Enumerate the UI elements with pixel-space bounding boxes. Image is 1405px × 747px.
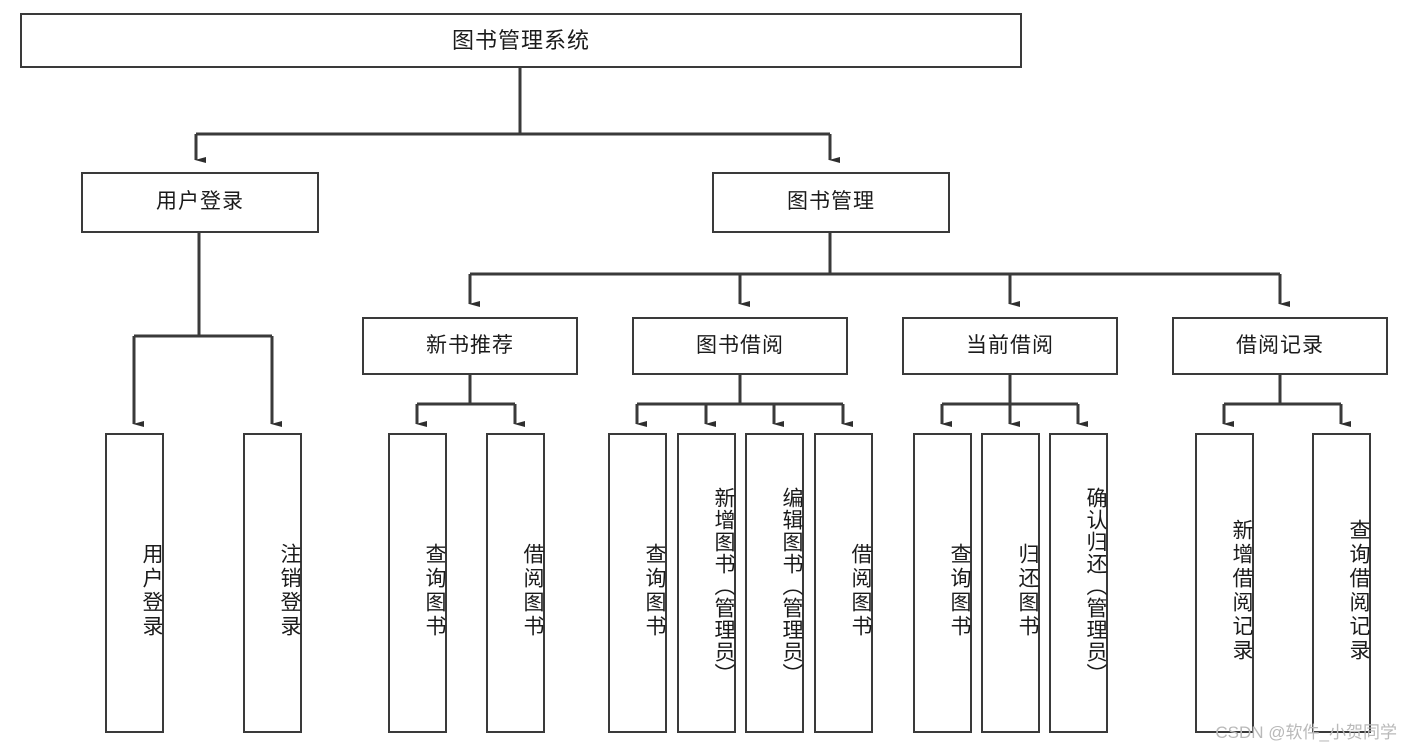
node-label: 查询图书 bbox=[643, 543, 666, 639]
node-label: 注销登录 bbox=[278, 543, 301, 639]
leaf-borrow-books[interactable]: 借阅图书 bbox=[814, 433, 873, 733]
leaf-return-books[interactable]: 归还图书 bbox=[981, 433, 1040, 733]
node-root-book-management-system[interactable]: 图书管理系统 bbox=[20, 13, 1022, 68]
node-label: 归还图书 bbox=[1016, 543, 1039, 639]
node-label: 用户登录 bbox=[156, 190, 244, 214]
node-book-management[interactable]: 图书管理 bbox=[712, 172, 950, 233]
node-label: 编辑图书（管理员） bbox=[780, 487, 803, 685]
leaf-edit-book-admin[interactable]: 编辑图书（管理员） bbox=[745, 433, 804, 733]
node-new-book-recommendation[interactable]: 新书推荐 bbox=[362, 317, 578, 375]
node-label: 借阅图书 bbox=[849, 543, 872, 639]
node-borrowing-record[interactable]: 借阅记录 bbox=[1172, 317, 1388, 375]
node-label: 图书管理系统 bbox=[451, 27, 590, 53]
leaf-add-book-admin[interactable]: 新增图书（管理员） bbox=[677, 433, 736, 733]
node-label: 用户登录 bbox=[140, 543, 163, 639]
node-current-borrowing[interactable]: 当前借阅 bbox=[902, 317, 1118, 375]
node-label: 当前借阅 bbox=[966, 333, 1054, 357]
node-label: 查询图书 bbox=[423, 543, 446, 639]
node-label: 确认归还（管理员） bbox=[1084, 487, 1107, 685]
node-label: 新增借阅记录 bbox=[1230, 519, 1253, 663]
node-label: 查询图书 bbox=[948, 543, 971, 639]
node-label: 图书借阅 bbox=[696, 333, 784, 357]
leaf-borrow-books-recommend[interactable]: 借阅图书 bbox=[486, 433, 545, 733]
leaf-logout[interactable]: 注销登录 bbox=[243, 433, 302, 733]
watermark: CSDN @软件_小贺同学 bbox=[1215, 723, 1397, 742]
node-label: 新增图书（管理员） bbox=[712, 487, 735, 685]
leaf-query-books-current[interactable]: 查询图书 bbox=[913, 433, 972, 733]
leaf-query-books-recommend[interactable]: 查询图书 bbox=[388, 433, 447, 733]
leaf-query-borrow-record[interactable]: 查询借阅记录 bbox=[1312, 433, 1371, 733]
node-book-borrowing[interactable]: 图书借阅 bbox=[632, 317, 848, 375]
node-label: 新书推荐 bbox=[426, 333, 514, 357]
leaf-add-borrow-record[interactable]: 新增借阅记录 bbox=[1195, 433, 1254, 733]
node-label: 查询借阅记录 bbox=[1347, 519, 1370, 663]
node-label: 借阅记录 bbox=[1236, 333, 1324, 357]
node-user-login[interactable]: 用户登录 bbox=[81, 172, 319, 233]
node-label: 图书管理 bbox=[787, 190, 875, 214]
leaf-confirm-return-admin[interactable]: 确认归还（管理员） bbox=[1049, 433, 1108, 733]
leaf-user-login[interactable]: 用户登录 bbox=[105, 433, 164, 733]
node-label: 借阅图书 bbox=[521, 543, 544, 639]
leaf-query-books-borrow[interactable]: 查询图书 bbox=[608, 433, 667, 733]
